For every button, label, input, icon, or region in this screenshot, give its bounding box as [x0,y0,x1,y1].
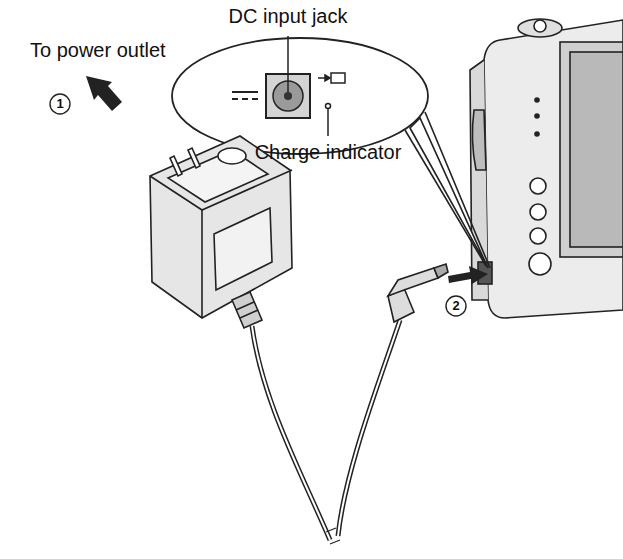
callout-number: 1 [51,95,69,113]
camera [470,19,623,318]
ac-adapter [150,136,292,328]
leader-line [288,36,328,136]
cable [252,320,400,544]
part-label: DC input jack [229,4,348,28]
part-label: Charge indicator [255,140,402,164]
dc-symbol [232,92,258,99]
dc-plug [388,264,448,322]
direction-label: To power outlet [30,38,166,62]
charge-icon [318,73,345,109]
callout-circle [50,94,466,316]
callout-number: 2 [447,297,465,315]
